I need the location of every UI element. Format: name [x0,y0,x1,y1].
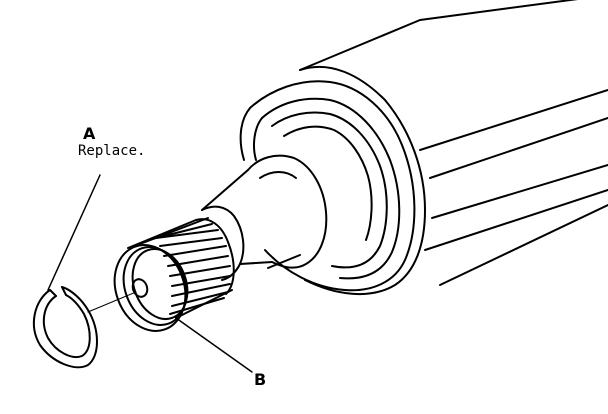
shaft [202,207,272,280]
shaft-step [202,156,326,268]
alignment-line [88,292,136,312]
spline-section [128,218,234,318]
label-a-note: Replace. [78,143,146,159]
housing-body [300,0,608,294]
housing-flange [241,81,415,290]
shaft-end-face [103,235,197,341]
circlip-a [34,287,97,367]
leader-line-b [176,318,252,372]
center-hole [130,277,149,299]
leader-line-a [48,175,100,290]
label-b-letter: B [254,370,267,389]
label-a-letter: A [83,124,96,143]
